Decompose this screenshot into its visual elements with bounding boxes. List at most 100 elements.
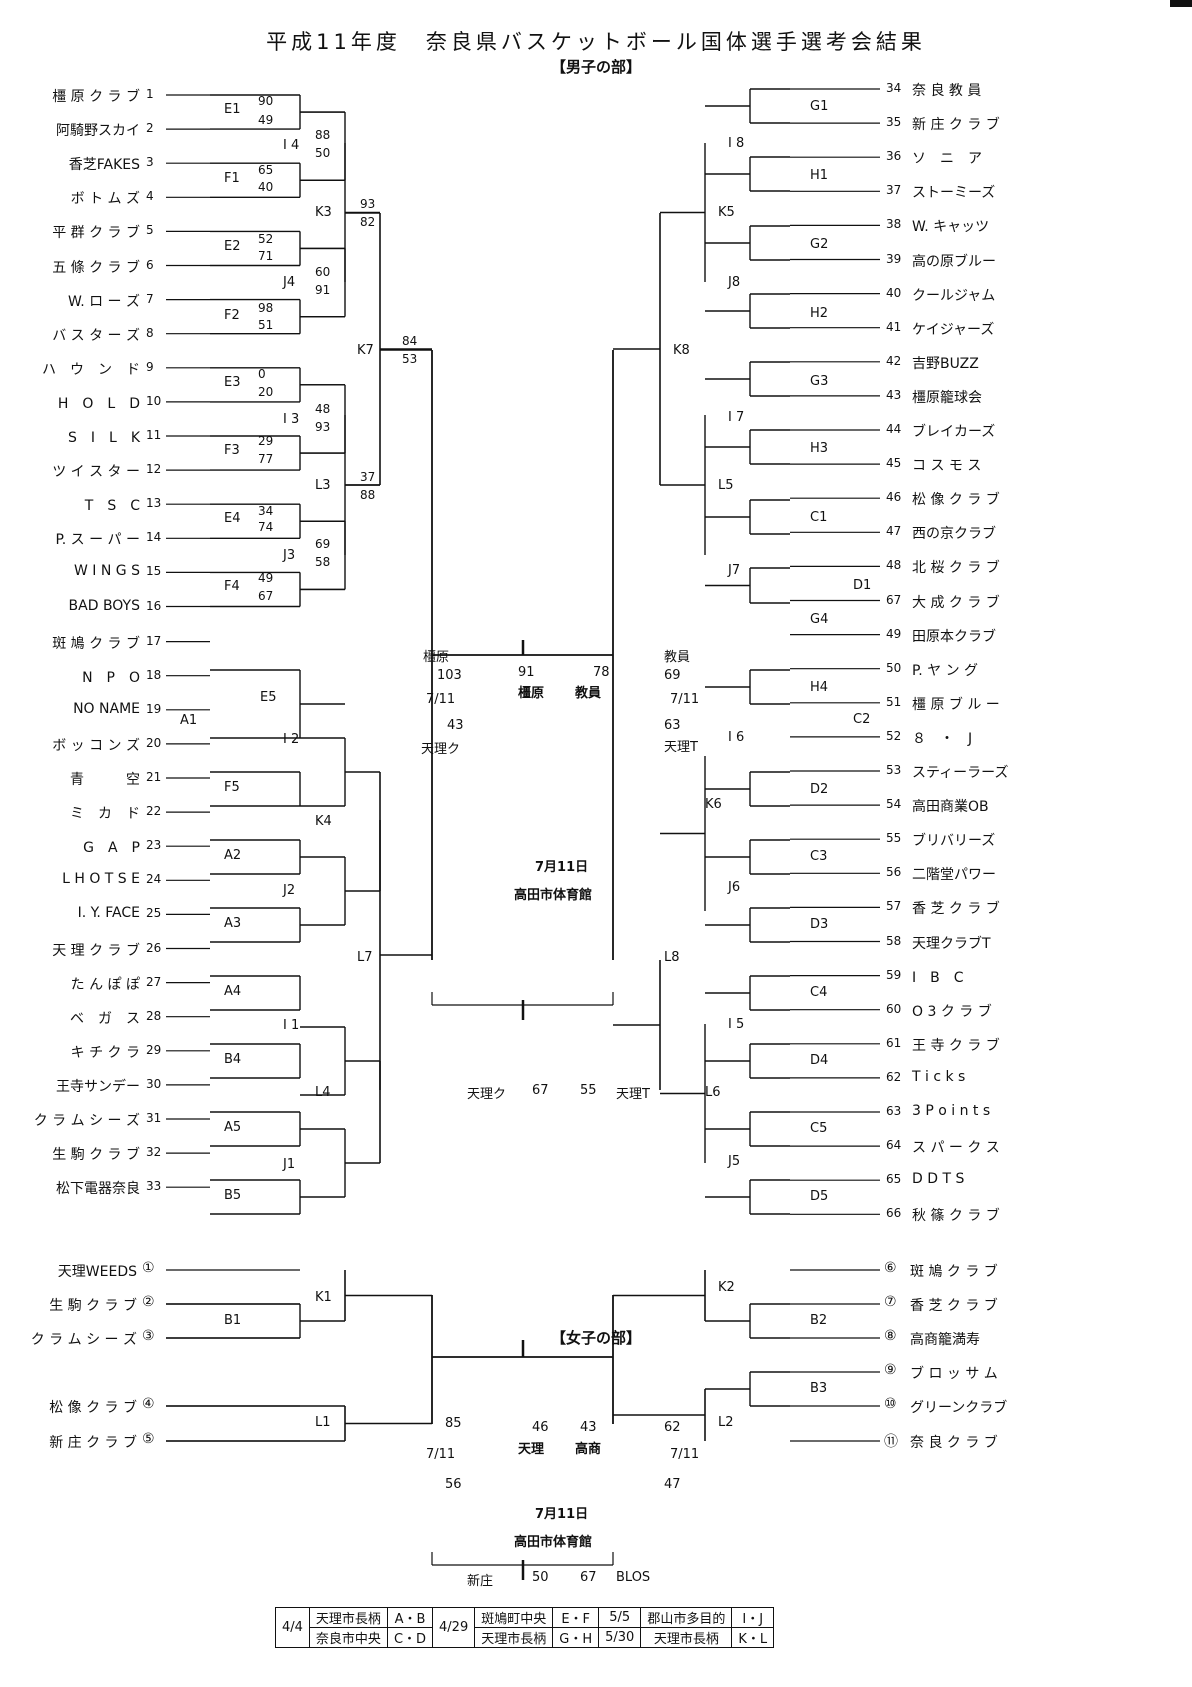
team-name: 新 庄 ク ラ ブ: [49, 1435, 137, 1451]
match-node-label: G4: [810, 612, 829, 627]
match-node-label: L3: [315, 478, 331, 493]
women-third-left-team: 新庄: [467, 1574, 494, 1589]
score-value: 69: [315, 537, 331, 551]
match-node-label: A1: [180, 713, 198, 728]
score-value: 50: [315, 146, 331, 160]
match-node-label: F2: [224, 308, 240, 323]
team-name: バ ス タ ー ズ: [52, 327, 140, 344]
team-number: 8: [146, 325, 154, 340]
team-number: 41: [886, 319, 902, 334]
team-number: 4: [146, 189, 154, 204]
schedule-cell: G・H: [552, 1627, 600, 1648]
team-number: 66: [886, 1206, 902, 1221]
team-name: 阿騎野スカイ: [56, 123, 140, 140]
team-number: 58: [886, 933, 902, 948]
team-number: 64: [886, 1138, 902, 1153]
match-node-label: B1: [224, 1313, 242, 1328]
team-number: 48: [886, 558, 902, 573]
team-number: 53: [886, 763, 902, 777]
team-number: 43: [886, 387, 902, 402]
team-name: 高商籠満寿: [910, 1332, 980, 1348]
final-left2-team: 天理ク: [421, 742, 461, 757]
match-node-label: C4: [810, 985, 828, 1000]
team-number: 39: [886, 251, 902, 266]
match-node-label: A2: [224, 848, 242, 863]
team-name: ソ ニ ア: [912, 151, 982, 168]
team-name: W I N G S: [74, 563, 140, 580]
team-number: 28: [146, 1008, 162, 1023]
team-number: 33: [146, 1179, 162, 1194]
team-name: 天理クラブT: [912, 935, 991, 952]
team-number: 61: [886, 1035, 902, 1050]
team-name: 天理WEEDS: [57, 1264, 137, 1280]
women-final-left-score: 85: [445, 1416, 462, 1431]
team-number: 21: [146, 770, 162, 784]
match-node-label: K5: [718, 205, 735, 220]
team-name: 西の京クラブ: [912, 526, 996, 543]
team-name: 秋 篠 ク ラ ブ: [912, 1208, 1000, 1225]
schedule-table: 4/4 天理市長柄 A・B 4/29 斑鳩町中央 E・F 5/5 郡山市多目的 …: [275, 1607, 775, 1648]
match-node-label: J5: [728, 1154, 741, 1169]
women-final-right2-score: 47: [664, 1477, 681, 1492]
team-name: D D T S: [912, 1171, 965, 1188]
team-number: 23: [146, 838, 162, 853]
score-value: 0: [258, 367, 266, 381]
team-number: 22: [146, 804, 162, 819]
team-number: 2: [146, 121, 154, 136]
match-node-label: C2: [853, 712, 871, 727]
final-left-score: 103: [437, 668, 462, 683]
match-node-label: I 3: [283, 412, 300, 427]
team-name: 橿 原 ク ラ ブ: [52, 89, 140, 105]
team-name: W. ロ ー ズ: [67, 293, 140, 310]
match-node-label: L4: [315, 1085, 331, 1100]
team-name: ストーミーズ: [912, 185, 996, 202]
third-left-team: 天理ク: [467, 1087, 507, 1102]
final-right-date: 7/11: [670, 692, 700, 707]
team-number: 27: [146, 974, 162, 989]
team-name: ケイジャーズ: [912, 321, 995, 338]
match-node-label: F1: [224, 171, 240, 186]
team-number: 12: [146, 462, 162, 477]
team-number: ⑩: [884, 1396, 897, 1412]
team-name: L H O T S E: [62, 871, 140, 888]
women-venue-name: 高田市体育館: [514, 1535, 593, 1550]
score-value: 98: [258, 301, 274, 315]
team-name: 3 P o i n t s: [912, 1103, 991, 1119]
team-number: ⑤: [142, 1431, 155, 1447]
score-value: 90: [258, 94, 274, 108]
team-name: N P O: [82, 669, 140, 686]
team-name: 香 芝 ク ラ ブ: [910, 1298, 998, 1314]
team-number: 9: [146, 359, 154, 374]
match-node-label: E1: [224, 102, 241, 117]
team-name: 二階堂パワー: [912, 867, 996, 884]
score-value: 67: [258, 589, 274, 603]
team-number: 26: [146, 940, 162, 955]
match-node-label: K7: [357, 343, 374, 358]
team-number: 10: [146, 393, 162, 408]
match-node-label: D3: [810, 917, 829, 932]
team-number: 11: [146, 428, 162, 442]
team-name: ハ ウ ン ド: [42, 361, 140, 378]
team-name: W. キャッツ: [912, 219, 990, 236]
corner-mark: [1170, 0, 1192, 7]
team-name: I. Y. FACE: [77, 905, 140, 922]
team-name: 橿原籠球会: [912, 389, 982, 406]
match-node-label: J2: [283, 883, 296, 898]
score-value: 84: [402, 334, 418, 348]
team-name: た ん ぽ ぽ: [70, 976, 140, 993]
team-number: 60: [886, 1001, 902, 1016]
match-node-label: C5: [810, 1121, 828, 1136]
match-node-label: J6: [728, 880, 741, 895]
final-center-left-score: 91: [518, 665, 535, 680]
team-name: 斑 鳩 ク ラ ブ: [52, 635, 140, 652]
score-value: 52: [258, 232, 274, 246]
final-right2-team: 天理T: [664, 740, 698, 755]
team-name: キ チ ク ラ: [70, 1044, 140, 1061]
team-name: ブリバリーズ: [912, 833, 996, 850]
team-name: クールジャム: [912, 287, 996, 304]
score-value: 91: [315, 283, 331, 297]
team-name: ８ ・ J: [912, 730, 973, 747]
schedule-cell: 5/30: [598, 1627, 642, 1648]
match-node-label: L2: [718, 1415, 734, 1430]
